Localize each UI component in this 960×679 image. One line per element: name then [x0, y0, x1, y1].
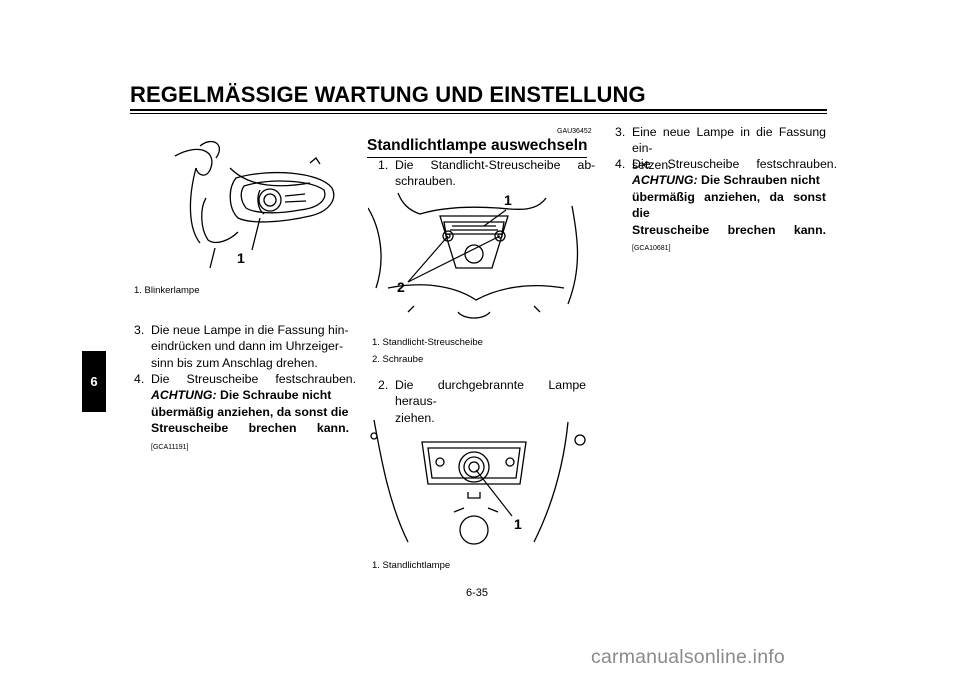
step-right-4: 4. Die Streuscheibe festschrauben. ACHTU…	[615, 156, 838, 257]
legend-item: 1. Blinkerlampe	[134, 285, 200, 296]
step-number: 4.	[134, 372, 145, 386]
warning-text: Streuscheibe brechen kann.	[632, 222, 826, 237]
warning-text: übermäßig anziehen, da sonst die	[151, 404, 349, 419]
step-left-3: 3. Die neue Lampe in die Fassung hin- ei…	[134, 322, 349, 371]
legend-item: 1. Standlichtlampe	[372, 560, 451, 571]
step-number: 2.	[378, 378, 389, 392]
warning-label: ACHTUNG:	[632, 173, 698, 188]
section-underline	[367, 157, 587, 158]
warning-ref: [GCA11191]	[151, 443, 189, 451]
figure3-legend: 1. Standlichtlampe	[372, 557, 450, 574]
step-text-line: Die Streuscheibe festschrauben.	[632, 157, 838, 171]
step-number: 3.	[615, 125, 626, 139]
warning-text: Die Schraube nicht	[216, 388, 332, 403]
warning-label: ACHTUNG:	[151, 388, 217, 403]
header-rule	[130, 109, 827, 111]
turn-signal-illustration	[174, 141, 335, 269]
step-text-line: sinn bis zum Anschlag drehen.	[151, 355, 318, 370]
step-text-line: Die neue Lampe in die Fassung hin-	[151, 323, 349, 337]
figure1-callout-1: 1	[237, 250, 245, 266]
chapter-tab[interactable]: 6	[82, 351, 106, 412]
figure3-callout-1: 1	[514, 516, 522, 532]
step-middle-1: 1. Die Standlicht-Streuscheibe ab- schra…	[378, 157, 596, 190]
figure2-callout-1: 1	[504, 192, 512, 208]
figure-position-light-lens: 1 2	[368, 188, 588, 330]
step-right-3: 3. Eine neue Lampe in die Fassung ein- s…	[615, 124, 826, 173]
header-rule-thin	[130, 113, 827, 114]
step-number: 4.	[615, 157, 626, 171]
step-text-line: setzen.	[632, 157, 672, 172]
legend-item: 2. Schraube	[372, 354, 424, 365]
figure-position-light-bulb: 1	[368, 412, 588, 552]
figure2-legend: 1. Standlicht-Streuscheibe 2. Schraube	[372, 334, 483, 368]
step-text-line: Die durchgebrannte Lampe heraus-	[395, 378, 586, 409]
step-text-line: Eine neue Lampe in die Fassung ein-	[632, 125, 826, 156]
figure2-callout-2: 2	[397, 279, 405, 295]
figure1-legend: 1. Blinkerlampe	[134, 282, 199, 299]
section-code: GAU36452	[557, 128, 592, 135]
step-text-line: ziehen.	[395, 410, 435, 425]
step-text-line: eindrücken und dann im Uhrzeiger-	[151, 339, 344, 354]
warning-text: Die Schrauben nicht	[697, 173, 820, 188]
section-title: Standlichtlampe auswechseln	[367, 137, 588, 154]
step-number: 3.	[134, 323, 145, 337]
step-middle-2: 2. Die durchgebrannte Lampe heraus- zieh…	[378, 377, 586, 426]
warning-ref: [GCA10681]	[632, 245, 671, 253]
position-light-bulb-illustration	[370, 419, 586, 545]
step-text-line: schrauben.	[395, 174, 456, 189]
step-left-4: 4. Die Streuscheibe festschrauben. ACHTU…	[134, 371, 357, 456]
warning-text: übermäßig anziehen, da sonst die	[632, 189, 826, 221]
step-number: 1.	[378, 158, 389, 172]
figure-turn-signal: 1	[160, 128, 350, 274]
step-text-line: Die Streuscheibe festschrauben.	[151, 372, 357, 386]
step-text-line: Die Standlicht-Streuscheibe ab-	[395, 158, 596, 172]
position-light-lens-illustration	[368, 192, 579, 319]
legend-item: 1. Standlicht-Streuscheibe	[372, 337, 483, 348]
page-number: 6-35	[466, 587, 489, 599]
warning-text: Streuscheibe brechen kann.	[151, 421, 349, 436]
watermark-text[interactable]: carmanualsonline.info	[591, 646, 785, 668]
page-header-title: REGELMÄSSIGE WARTUNG UND EINSTELLUNG	[130, 82, 646, 107]
